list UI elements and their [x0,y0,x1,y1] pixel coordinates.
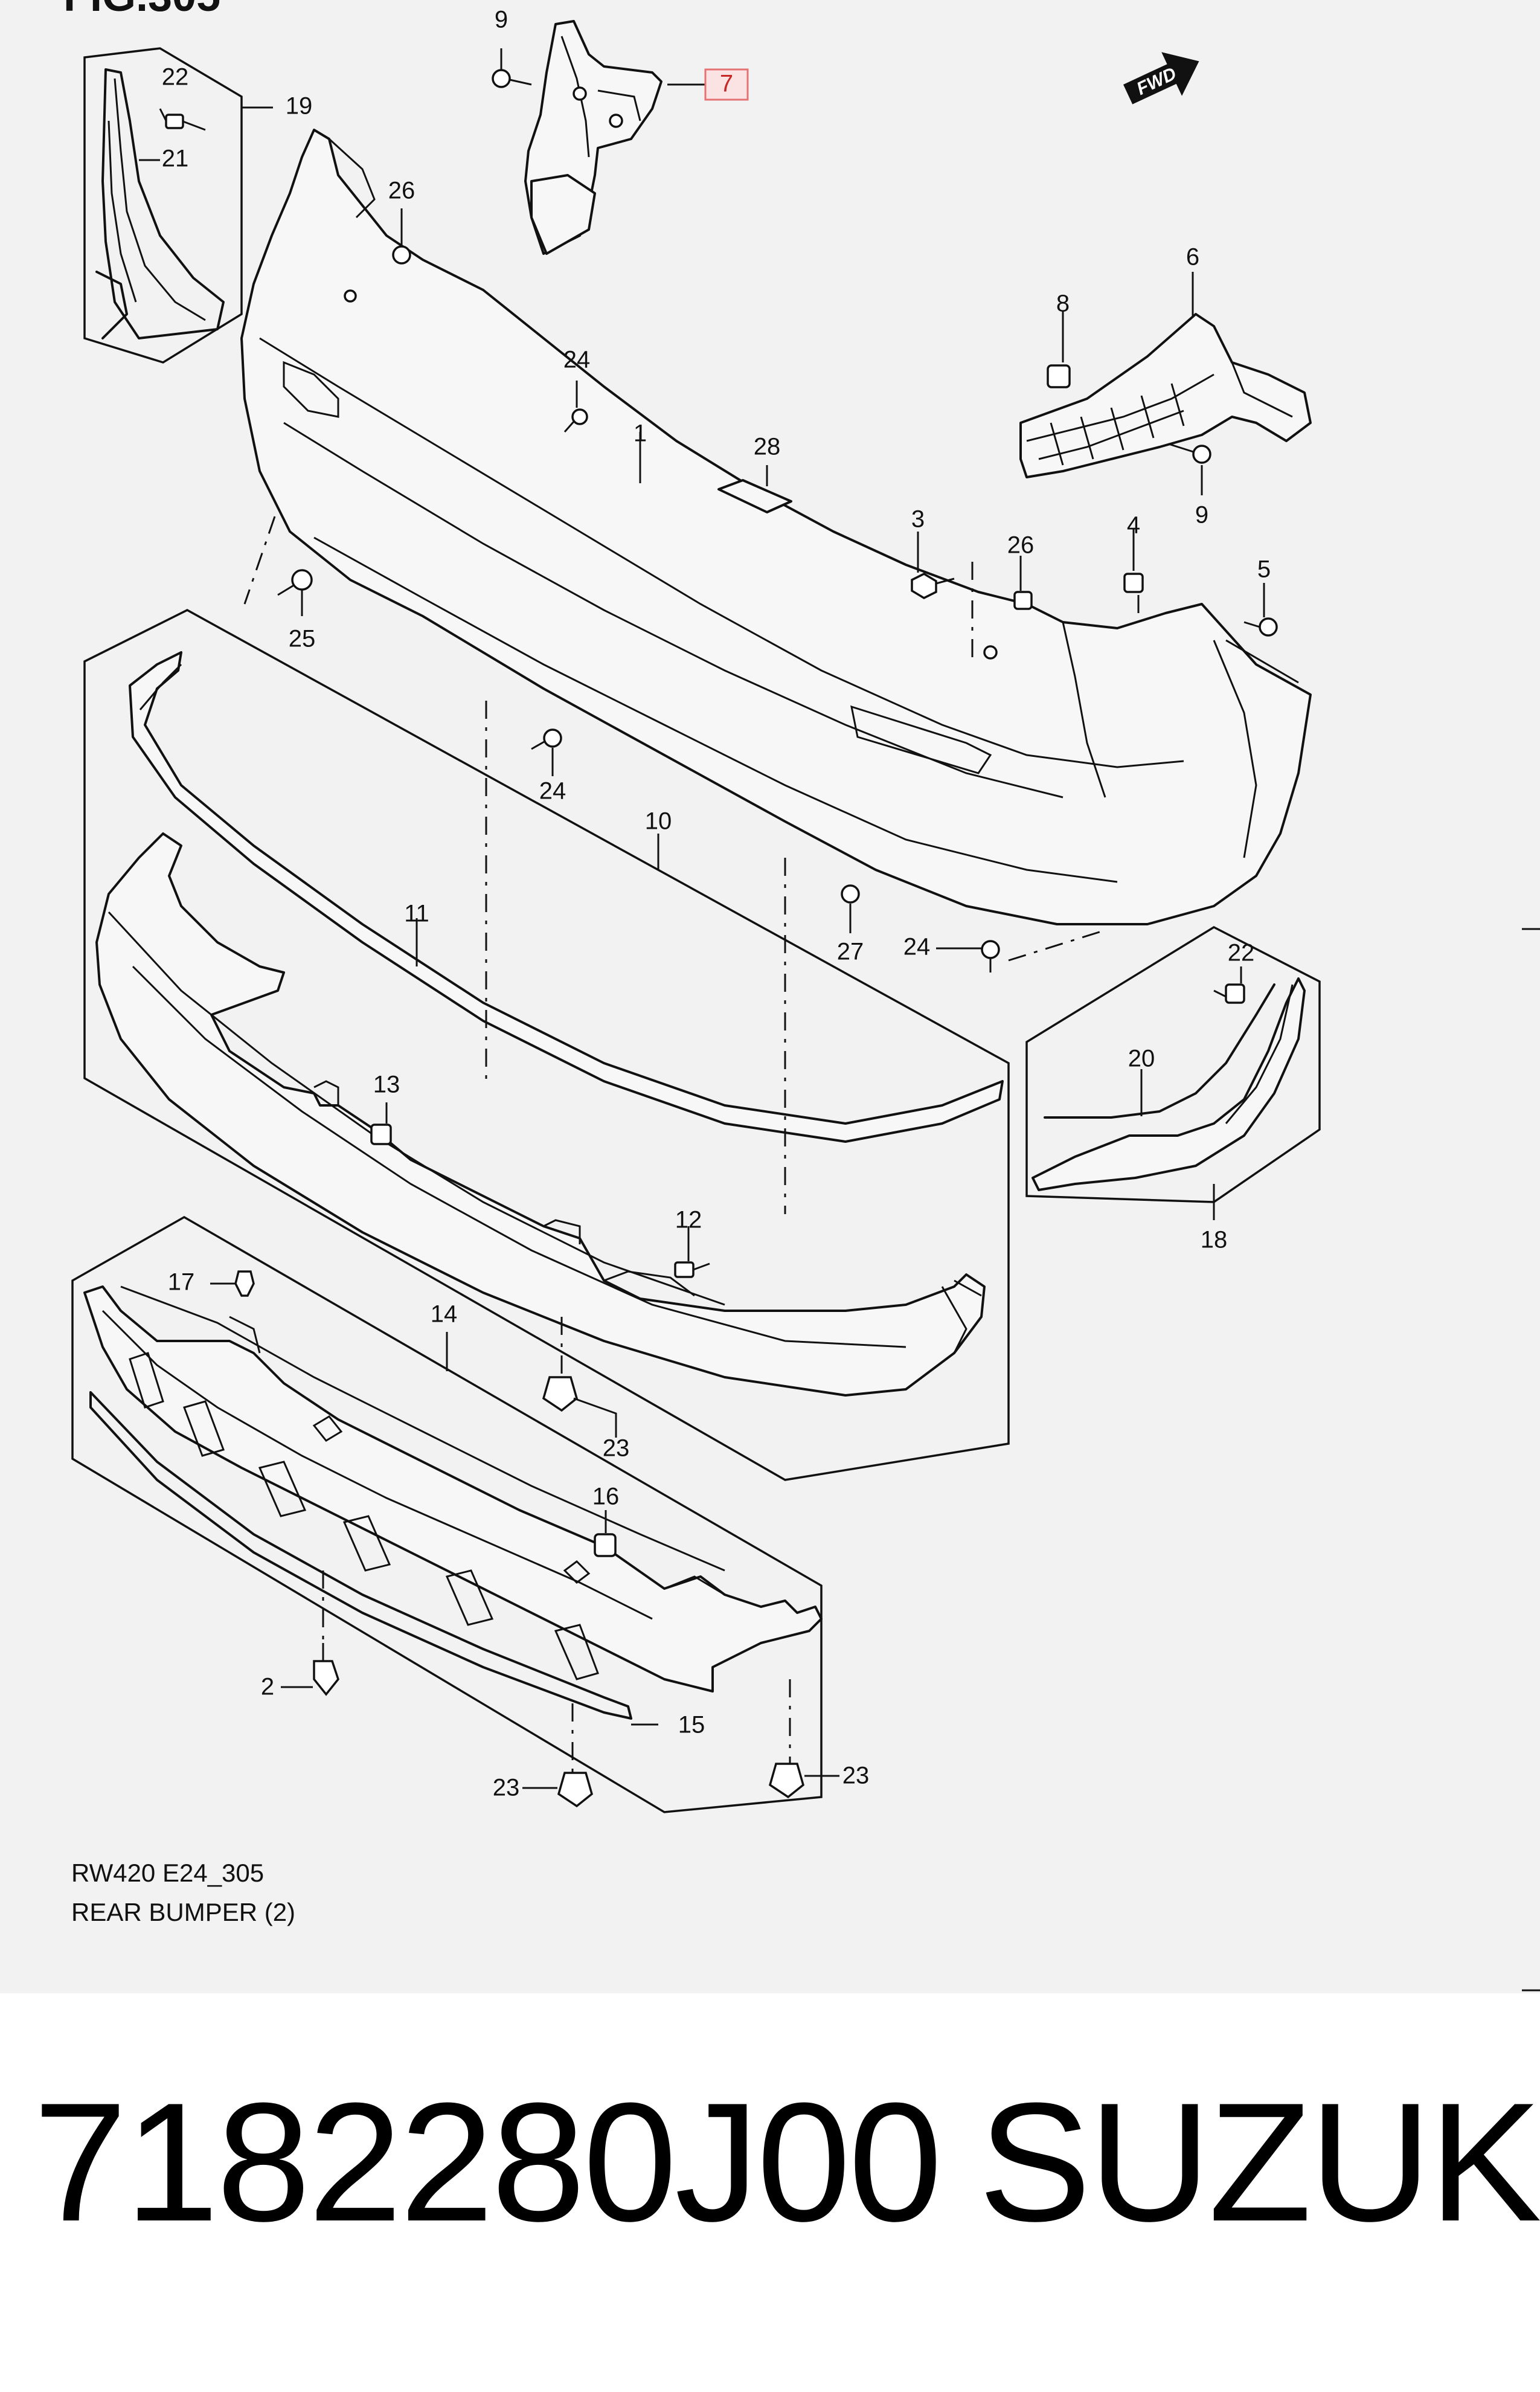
callout-11: 11 [404,901,429,927]
callout-12: 12 [675,1207,702,1233]
callout-28: 28 [754,434,781,460]
callout-24: 24 [903,934,931,960]
callout-27: 27 [837,939,864,965]
trim-strip-part-11 [129,651,1004,1143]
clip-icon [234,1270,255,1297]
screw-icon [1213,983,1245,1004]
skid-plate-part-14 [83,1285,823,1693]
callout-23: 23 [493,1775,520,1801]
bracket-part-7 [524,20,663,255]
diagram-panel: FIG.305 FWD [0,0,1540,1993]
fwd-label: FWD [1134,63,1179,99]
callout-24: 24 [563,347,591,373]
pad-part-28 [717,479,792,513]
callout-4: 4 [1127,512,1140,539]
nut-icon [392,245,411,265]
callout-21: 21 [162,146,189,172]
footer [0,1993,1540,2392]
callout-13: 13 [373,1072,400,1098]
callout-24: 24 [539,778,566,805]
callout-23: 23 [842,1763,870,1789]
brand-name: SUZUKI [978,2068,1540,2257]
callout-17: 17 [168,1269,195,1296]
inset-side-trim-left [83,47,243,364]
callout-22: 22 [162,64,189,91]
push-rivet-icon [768,1763,805,1799]
callout-22: 22 [1228,940,1255,966]
screw-icon [1243,617,1278,637]
clip-icon [1047,364,1071,388]
callout-16: 16 [592,1484,620,1510]
callout-9: 9 [495,7,508,33]
screw-icon [981,940,1000,973]
push-rivet-icon [557,1772,594,1808]
rear-bumper-cover-part-1 [240,129,1312,925]
nut-icon [1123,573,1144,593]
inset-side-trim-right [1025,925,1321,1203]
nut-icon [1013,591,1033,610]
callout-1: 1 [634,420,647,447]
figure-label: FIG.305 [63,0,220,21]
push-rivet-icon [542,1376,579,1412]
nut-icon [841,884,860,904]
callout-2: 2 [261,1674,274,1700]
callout-19: 19 [286,93,313,120]
clip-icon [370,1124,392,1145]
screw-icon [563,408,588,432]
callout-5: 5 [1257,556,1271,583]
skid-plate-frame [71,1215,823,1813]
screw-icon [531,728,562,750]
lower-assembly-frame [83,609,1010,1481]
screw-icon [492,69,532,88]
callout-7: 7 [720,71,733,97]
callout-10: 10 [645,808,672,835]
callout-20: 20 [1128,1046,1155,1072]
bracket-part-6 [1019,313,1312,478]
screw-icon [1168,443,1211,464]
callout-3: 3 [911,506,925,533]
diagram-title: REAR BUMPER (2) [71,1898,295,1926]
callout-18: 18 [1201,1227,1228,1253]
callout-26: 26 [388,178,415,204]
diagram-code: RW420 E24_305 [71,1859,264,1887]
screw-icon [165,114,206,131]
bolt-icon [911,573,955,599]
callout-14: 14 [431,1301,458,1328]
callout-23: 23 [603,1435,630,1462]
fwd-arrow-icon: FWD [1123,52,1199,104]
screw-icon [277,569,313,596]
callout-8: 8 [1056,291,1070,317]
bolt-icon [313,1643,339,1696]
screw-icon [674,1261,710,1278]
callout-15: 15 [678,1712,705,1738]
clip-icon [594,1533,617,1557]
callout-7-highlight: 7 [704,68,749,101]
callout-6: 6 [1186,244,1199,271]
trim-strip-part-15 [89,1391,632,1720]
callout-25: 25 [289,626,316,652]
callout-9: 9 [1195,502,1208,529]
callout-26: 26 [1007,532,1035,559]
part-number: 7182280J00 [33,2068,943,2257]
parts-diagram: FIG.305 FWD [63,0,1540,1992]
